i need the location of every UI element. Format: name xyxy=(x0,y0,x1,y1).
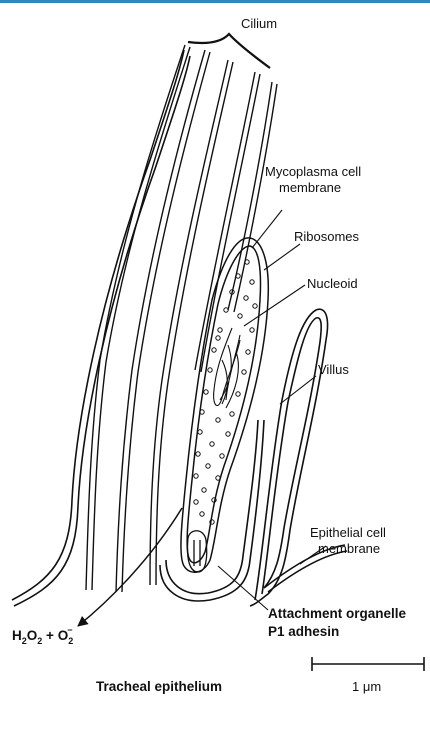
villus xyxy=(250,309,347,606)
cilium-bracket xyxy=(188,34,270,68)
mycoplasma-label-line1: Mycoplasma cell xyxy=(265,164,361,179)
villus-label: Villus xyxy=(318,362,349,377)
reactive-oxygen-formula: H2O2 + O2− xyxy=(12,625,73,646)
attachment-label-line2: P1 adhesin xyxy=(268,624,339,639)
leader-lines xyxy=(218,210,326,610)
epithelial-label-line2: membrane xyxy=(318,541,380,556)
epithelial-membrane xyxy=(12,50,264,606)
scale-label: 1 μm xyxy=(352,679,381,694)
cilium-label: Cilium xyxy=(241,16,277,31)
scale-bar xyxy=(312,657,424,671)
attachment-organelle xyxy=(187,531,206,572)
nucleoid-label: Nucleoid xyxy=(307,276,358,291)
mycoplasma-label-line2: membrane xyxy=(279,180,341,195)
epithelial-label-line1: Epithelial cell xyxy=(310,525,386,540)
attachment-label-line1: Attachment organelle xyxy=(268,606,407,621)
ribosomes-label: Ribosomes xyxy=(294,229,360,244)
tracheal-epithelium-label: Tracheal epithelium xyxy=(96,679,222,694)
